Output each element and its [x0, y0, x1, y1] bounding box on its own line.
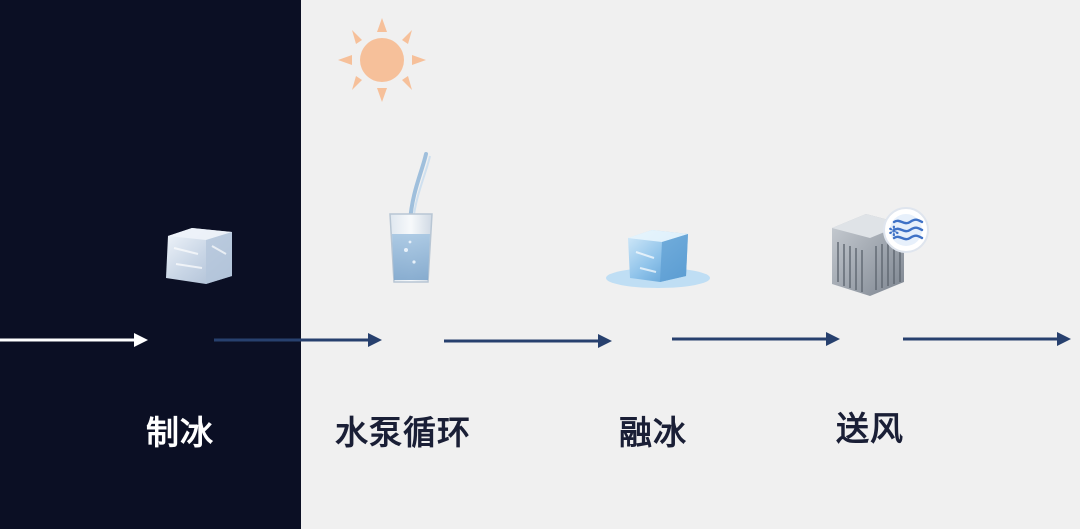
day-panel	[301, 0, 1080, 529]
moon-icon	[26, 22, 77, 91]
step-label-pump-circulation: 水泵循环	[335, 413, 471, 452]
flow-arrow-1	[214, 333, 382, 347]
step-label-supply-air: 送风	[836, 409, 904, 448]
water-glass-icon	[389, 152, 433, 283]
sun-icon	[338, 18, 426, 102]
svg-text:✻: ✻	[888, 224, 900, 240]
air-conditioner-fan-icon: ✻	[832, 207, 929, 296]
flow-arrow-night	[0, 333, 148, 347]
flow-arrow-3	[672, 332, 840, 346]
melting-ice-icon	[606, 230, 710, 288]
step-label-melt-ice: 融冰	[619, 413, 687, 452]
night-panel	[0, 0, 301, 529]
flow-arrow-4	[903, 332, 1071, 346]
ice-cube-icon	[166, 228, 232, 284]
flow-arrow-2	[444, 334, 612, 348]
step-label-make-ice: 制冰	[146, 413, 214, 452]
